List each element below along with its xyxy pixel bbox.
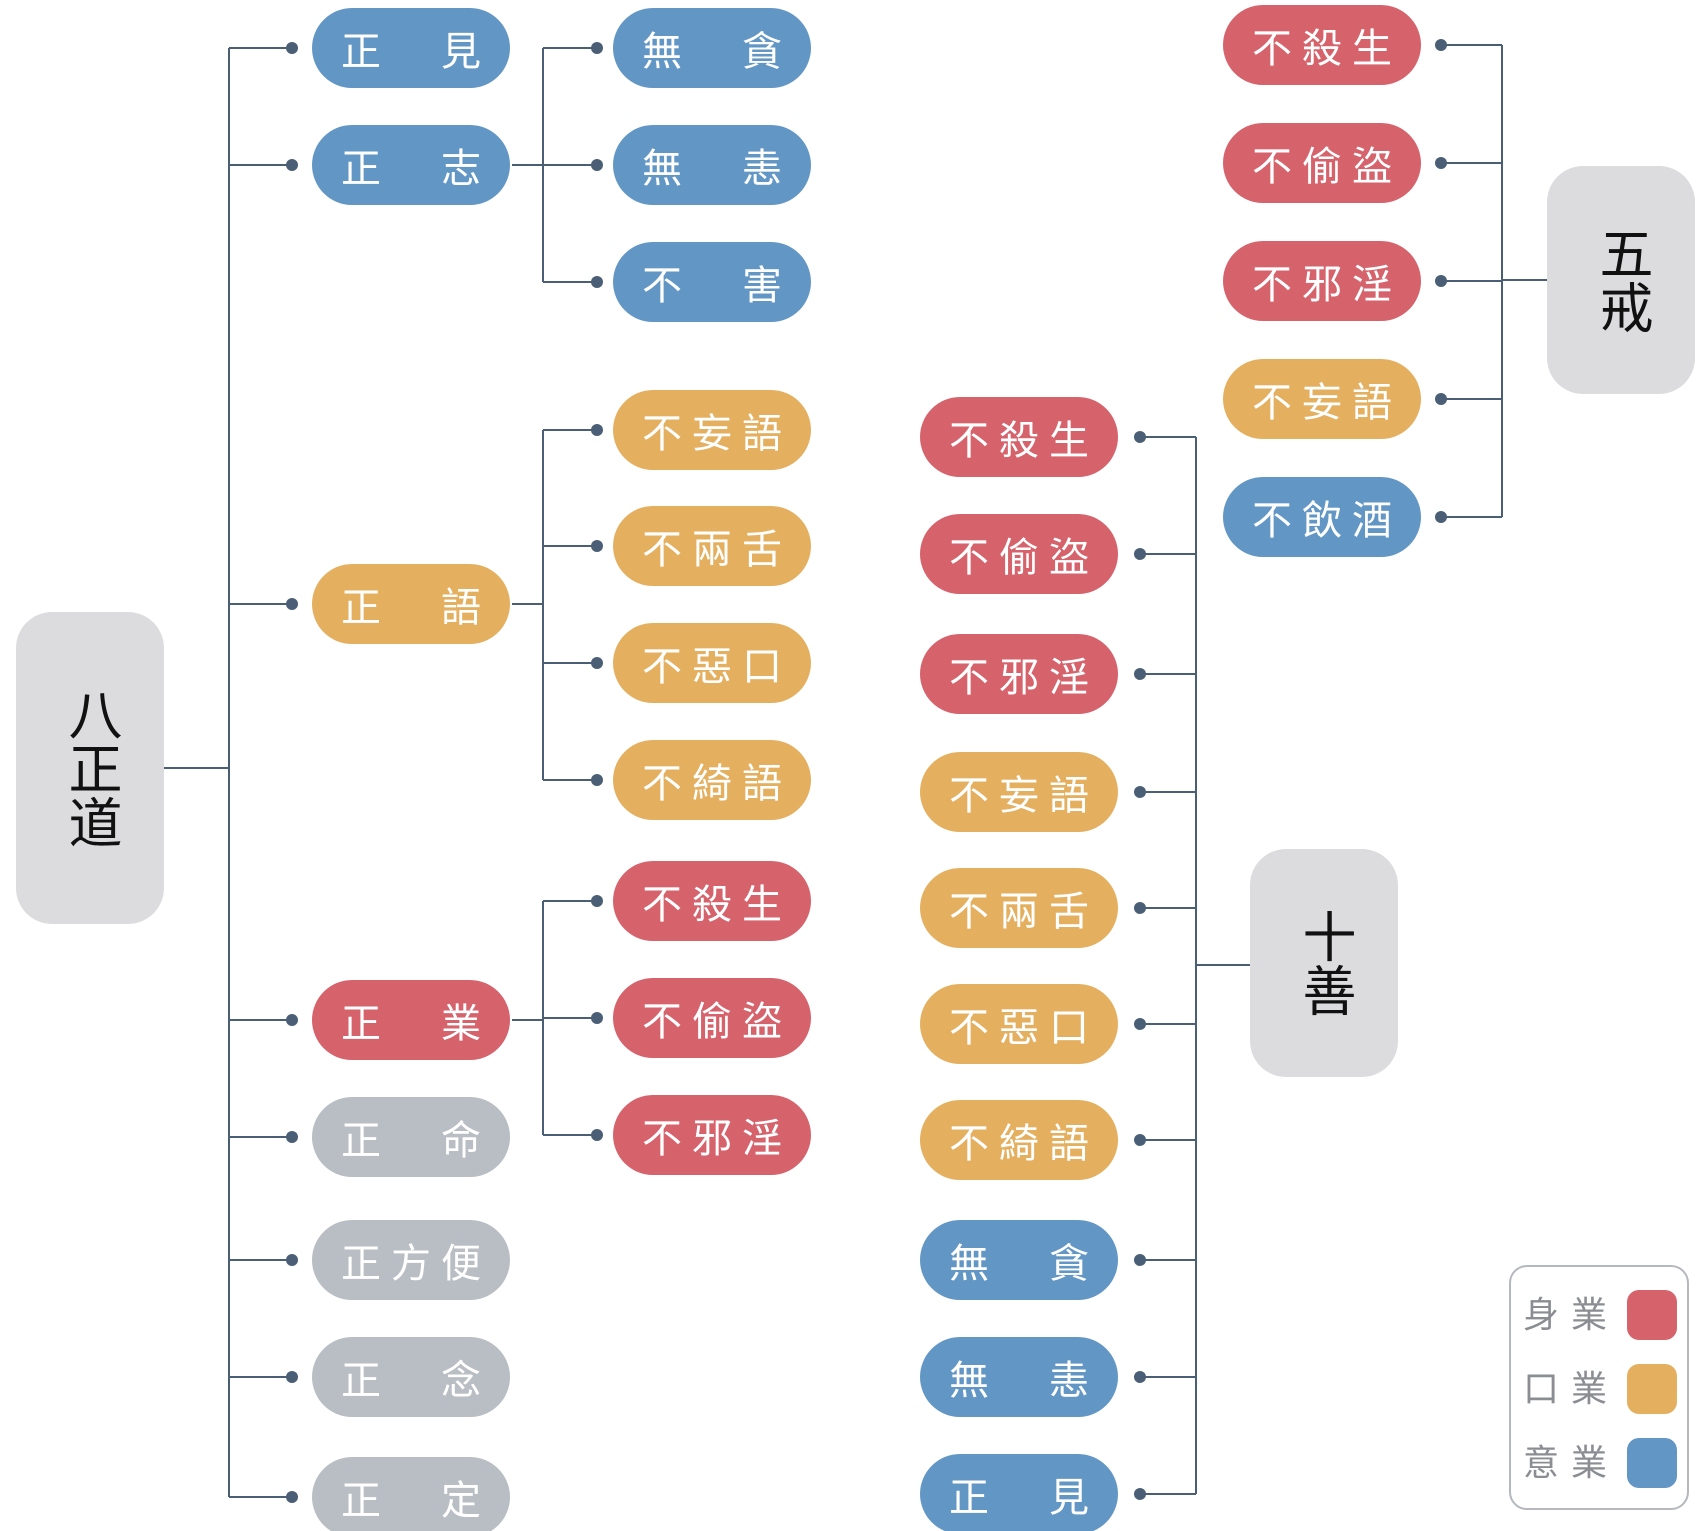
connector-dot	[591, 1129, 603, 1141]
node-yu-3: 不綺語	[613, 740, 811, 820]
node-right-livelihood: 正 命	[312, 1097, 510, 1177]
node-ye-1: 不偷盜	[613, 978, 811, 1058]
node-right-effort: 正方便	[312, 1220, 510, 1300]
legend-item-body: 身業	[1511, 1290, 1691, 1342]
legend-swatch	[1627, 1438, 1677, 1488]
node-yu-2: 不惡口	[613, 623, 811, 703]
node-right-speech: 正 語	[312, 564, 510, 644]
node-ten-7: 無 貪	[920, 1220, 1118, 1300]
connector-dot	[591, 657, 603, 669]
node-ten-4: 不兩舌	[920, 868, 1118, 948]
node-ten-3: 不妄語	[920, 752, 1118, 832]
node-five-3: 不妄語	[1223, 359, 1421, 439]
connector-dot	[591, 276, 603, 288]
node-ten-1: 不偷盜	[920, 514, 1118, 594]
connector-dot	[591, 1012, 603, 1024]
connector-dot	[286, 1014, 298, 1026]
connector-dot	[591, 424, 603, 436]
node-zhi-2: 不 害	[613, 242, 811, 322]
node-five-0: 不殺生	[1223, 5, 1421, 85]
legend-item-speech: 口業	[1511, 1364, 1691, 1416]
node-right-action: 正 業	[312, 980, 510, 1060]
connector-dot	[286, 1491, 298, 1503]
node-yu-1: 不兩舌	[613, 506, 811, 586]
node-right-mindfulness: 正 念	[312, 1337, 510, 1417]
node-five-1: 不偷盜	[1223, 123, 1421, 203]
connector-dot	[286, 1254, 298, 1266]
legend-swatch	[1627, 1364, 1677, 1414]
connector-dot	[591, 895, 603, 907]
legend-label: 口業	[1523, 1369, 1620, 1410]
node-right-view: 正 見	[312, 8, 510, 88]
node-right-concentration: 正 定	[312, 1457, 510, 1531]
node-ten-5: 不惡口	[920, 984, 1118, 1064]
hub-eightfold-path: 八正道	[16, 612, 164, 924]
connector-dot	[286, 1371, 298, 1383]
node-ye-2: 不邪淫	[613, 1095, 811, 1175]
legend-label: 身業	[1523, 1295, 1620, 1336]
hub-five-precepts: 五戒	[1547, 166, 1695, 394]
node-zhi-0: 無 貪	[613, 8, 811, 88]
connector-dot	[591, 774, 603, 786]
node-ten-0: 不殺生	[920, 397, 1118, 477]
connector-dot	[591, 42, 603, 54]
node-five-4: 不飲酒	[1223, 477, 1421, 557]
node-ten-9: 正 見	[920, 1454, 1118, 1531]
legend-swatch	[1627, 1290, 1677, 1340]
node-yu-0: 不妄語	[613, 390, 811, 470]
connector-dot	[286, 598, 298, 610]
node-ten-6: 不綺語	[920, 1100, 1118, 1180]
connector-dot	[591, 159, 603, 171]
node-ye-0: 不殺生	[613, 861, 811, 941]
node-five-2: 不邪淫	[1223, 241, 1421, 321]
node-right-intention: 正 志	[312, 125, 510, 205]
connector-dot	[286, 159, 298, 171]
legend-item-mind: 意業	[1511, 1438, 1691, 1490]
connector-dot	[591, 540, 603, 552]
connector-dot	[286, 1131, 298, 1143]
node-ten-8: 無 恚	[920, 1337, 1118, 1417]
node-zhi-1: 無 恚	[613, 125, 811, 205]
legend-label: 意業	[1523, 1443, 1620, 1484]
node-ten-2: 不邪淫	[920, 634, 1118, 714]
legend: 身業 口業 意業	[1509, 1265, 1689, 1510]
connector-dot	[286, 42, 298, 54]
hub-ten-good-deeds: 十善	[1250, 849, 1398, 1077]
